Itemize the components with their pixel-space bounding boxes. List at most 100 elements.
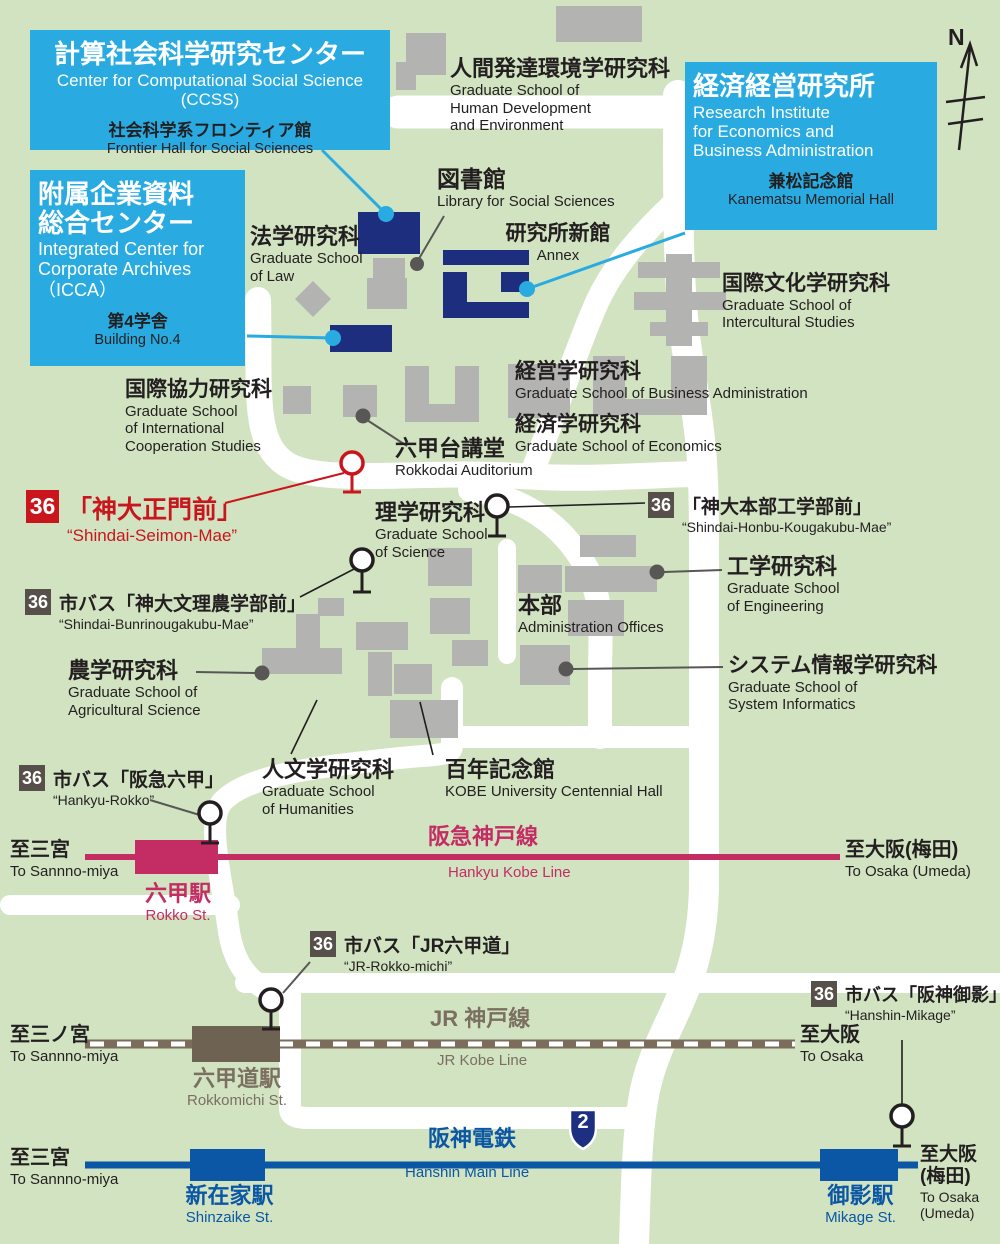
facility-name-en: Graduate School of Business Administrati… <box>515 384 808 402</box>
direction-en: To Osaka (Umeda) <box>845 862 971 880</box>
direction-en: To Osaka <box>800 1047 864 1065</box>
line-name-en: Hanshin Main Line <box>405 1164 530 1181</box>
facility-name-en: Annex <box>536 246 580 264</box>
facility-name-en: Graduate School of Science <box>375 525 488 561</box>
facility-name-en: Graduate School of Intercultural Studies <box>722 296 855 332</box>
direction-jp: 至三宮 <box>10 839 70 861</box>
label-library: 図書館 Library for Social Sciences <box>437 166 615 211</box>
route-36-badge: 36 <box>648 492 674 518</box>
bus-stop-hankyu-rokko: 36 市バス「阪急六甲」 “Hankyu-Rokko” <box>19 765 224 808</box>
facility-name-en: Graduate School of Law <box>250 249 363 285</box>
mikage-station-label: 御影駅 Mikage St. <box>808 1183 913 1227</box>
route-36-badge: 36 <box>26 490 59 523</box>
building <box>396 62 416 90</box>
facility-name-jp: 国際文化学研究科 <box>722 272 890 295</box>
callout-library <box>416 215 445 263</box>
jr-east-direction: 至大阪 To Osaka <box>800 1024 863 1065</box>
station-name-jp: 御影駅 <box>827 1183 894 1208</box>
building <box>368 652 392 696</box>
hankyu-west-direction: 至三宮 To Sannno-miya <box>10 839 118 880</box>
facility-name-jp: 法学研究科 <box>250 224 361 249</box>
bus-stop-seimon: 36 「神大正門前」 “Shindai-Seimon-Mae” <box>26 490 242 546</box>
facility-name-jp: 経営学研究科 <box>515 360 641 383</box>
facility-name-jp: 理学研究科 <box>375 500 486 525</box>
hankyu-kobe-line <box>85 840 840 874</box>
route-36-badge: 36 <box>19 765 45 791</box>
route-36-badge: 36 <box>25 589 51 615</box>
facility-name-en: Administration Offices <box>518 618 664 636</box>
label-science: 理学研究科 Graduate School of Science <box>375 500 488 561</box>
rieb-sub-en: Kanematsu Memorial Hall <box>727 191 894 208</box>
bus-stop-name-jp: 「神大正門前」 <box>67 496 243 524</box>
icca-title-jp: 附属企業資料 総合センター <box>38 179 195 238</box>
building <box>565 566 657 592</box>
building <box>634 292 726 310</box>
rieb-title-en: Research Institute for Economics and Bus… <box>693 102 874 160</box>
bus-pin-hankyu-rokko <box>197 800 223 845</box>
building <box>430 598 470 634</box>
label-humanities: 人文学研究科 Graduate School of Humanities <box>262 757 394 818</box>
hanshin-west-direction: 至三宮 To Sannno-miya <box>10 1147 118 1188</box>
callout-jr-stop <box>282 961 311 994</box>
jr-line-name: JR 神戸線 <box>430 1006 530 1032</box>
callout-seimon-stop <box>224 472 345 504</box>
line-name-jp: 阪神電鉄 <box>428 1126 517 1151</box>
bus-stop-name-en: “Hankyu-Rokko” <box>53 792 155 808</box>
hanshin-main-line <box>85 1149 918 1181</box>
direction-jp: 至大阪(梅田) <box>845 839 959 861</box>
bus-stop-name-jp: 市バス「阪神御影」 <box>845 985 1000 1005</box>
building <box>428 548 472 586</box>
direction-jp: 至三宮 <box>10 1147 70 1169</box>
building <box>556 6 642 42</box>
buildings-gray <box>262 6 726 738</box>
kanematsu-annex-building <box>443 302 529 318</box>
callout-dot <box>558 661 574 677</box>
bus-stop-name-jp: 市バス「阪急六甲」 <box>53 770 225 791</box>
label-agriculture: 農学研究科 Graduate School of Agricultural Sc… <box>68 658 201 719</box>
line-name-jp: 阪急神戸線 <box>428 824 539 849</box>
label-business: 経営学研究科 Graduate School of Business Admin… <box>515 360 808 402</box>
building <box>296 614 320 650</box>
rokkomichi-station-label: 六甲道駅 Rokkomichi St. <box>172 1066 302 1110</box>
building <box>568 600 624 636</box>
hanshin-east-direction: 至大阪 (梅田) To Osaka (Umeda) <box>920 1144 979 1222</box>
rieb-title-jp: 経済経営研究所 <box>693 71 876 101</box>
shinzaike-station-block <box>190 1149 265 1181</box>
building <box>593 399 707 415</box>
info-box-icca: 附属企業資料 総合センター Integrated Center for Corp… <box>30 170 245 366</box>
facility-name-jp: 研究所新館 <box>505 222 611 245</box>
facility-name-en: Graduate School of Humanities <box>262 782 375 818</box>
bus-pin-bunri <box>349 547 375 594</box>
bus-stop-name-en: “Shindai-Honbu-Kougakubu-Mae” <box>682 519 892 535</box>
facility-name-en: Graduate School of Economics <box>515 437 722 455</box>
hanshin-line-name-en: Hanshin Main Line <box>405 1164 529 1182</box>
bus-stop-name-en: “JR-Rokko-michi” <box>344 958 453 974</box>
building <box>580 535 636 557</box>
rokkomichi-station-block <box>192 1026 280 1062</box>
info-box-ccss: 計算社会科学研究センター Center for Computational So… <box>30 30 390 157</box>
hankyu-line-name-en: Hankyu Kobe Line <box>448 864 571 882</box>
building <box>262 648 342 674</box>
label-economics: 経済学研究科 Graduate School of Economics <box>515 413 722 455</box>
building <box>518 565 562 593</box>
callout-bunri-stop <box>299 567 357 598</box>
building <box>318 598 344 616</box>
route-2-number: 2 <box>577 1111 589 1133</box>
bus-stop-name-en: “Shindai-Bunrinougakubu-Mae” <box>59 616 254 632</box>
facility-name-jp: 人文学研究科 <box>262 757 395 782</box>
hankyu-line-name: 阪急神戸線 <box>428 824 538 850</box>
station-name-jp: 新在家駅 <box>185 1183 274 1208</box>
label-intl-coop: 国際協力研究科 Graduate School of International… <box>125 378 272 456</box>
facility-name-en: Graduate School of Human Development and… <box>450 81 591 135</box>
callouts <box>149 148 903 1104</box>
label-rokkodai: 六甲台講堂 Rokkodai Auditorium <box>395 436 533 480</box>
compass-north-label: N <box>948 24 965 50</box>
bus-stop-hanshin-mikage: 36 市バス「阪神御影」 “Hanshin-Mikage” <box>811 981 1000 1023</box>
hankyu-east-direction: 至大阪(梅田) To Osaka (Umeda) <box>845 839 971 880</box>
facility-name-jp: 図書館 <box>437 166 506 192</box>
ccss-sub-jp: 社会科学系フロンティア館 <box>108 120 312 140</box>
facility-name-jp: 人間発達環境学研究科 <box>450 56 671 81</box>
route-36-badge: 36 <box>310 931 336 957</box>
